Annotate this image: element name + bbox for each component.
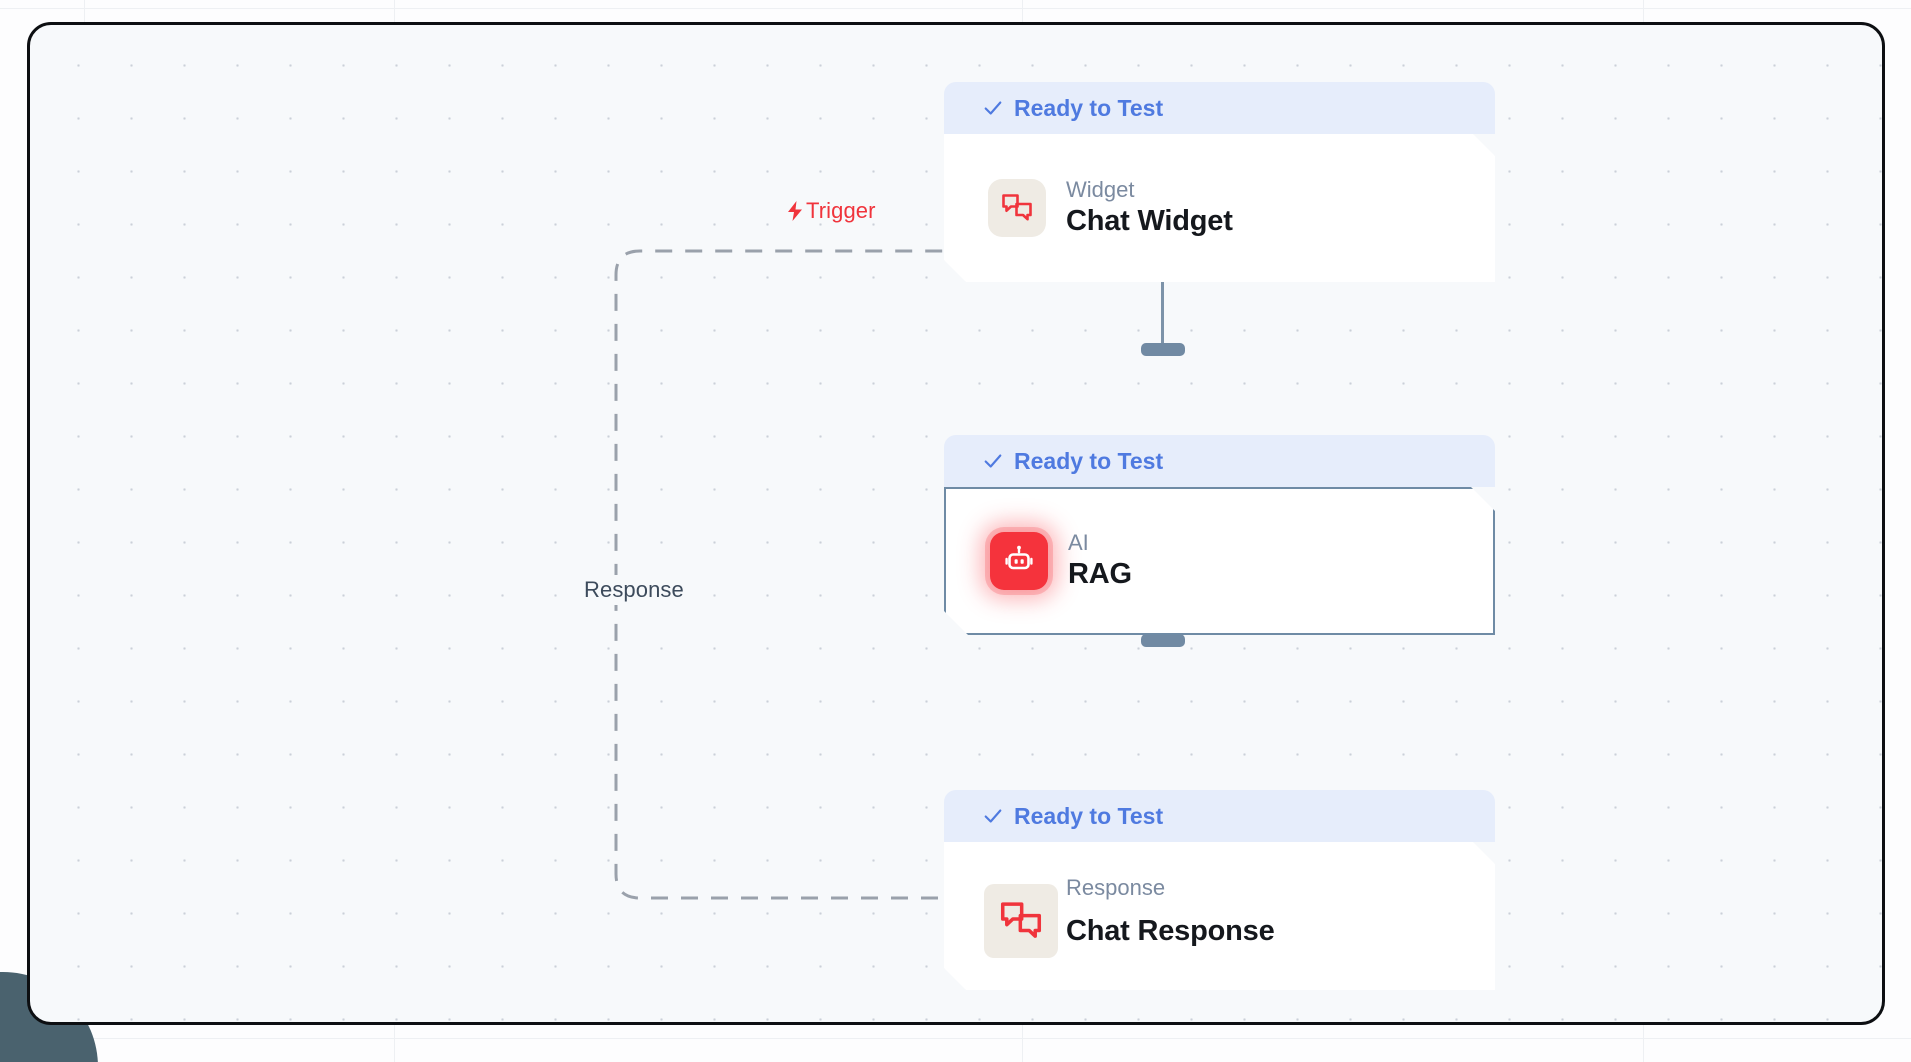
node-kind-label: AI xyxy=(1068,529,1089,555)
node-status-header: Ready to Test xyxy=(944,435,1495,487)
node-status-label: Ready to Test xyxy=(1014,94,1164,121)
chat-bubbles-icon xyxy=(984,884,1058,958)
check-icon xyxy=(984,454,1002,468)
edge-label-response: Response xyxy=(578,575,690,605)
edge-label-trigger: Trigger xyxy=(786,198,876,224)
node-kind-label: Widget xyxy=(1066,176,1135,202)
node-body[interactable]: Response Chat Response xyxy=(944,842,1495,990)
node-chat-widget[interactable]: Ready to Test Widget Chat Widget xyxy=(944,82,1495,282)
node-title: Chat Widget xyxy=(1066,205,1233,238)
background-horizontal-line xyxy=(0,1038,1911,1039)
node-text-block: AI RAG xyxy=(1068,531,1132,591)
edge-stem xyxy=(1161,237,1164,350)
edge-label-trigger-text: Trigger xyxy=(806,198,876,223)
node-text-block: Response Chat Response xyxy=(1066,876,1275,948)
background-horizontal-line xyxy=(0,8,1911,9)
node-status-label: Ready to Test xyxy=(1014,802,1164,829)
check-icon xyxy=(984,101,1002,115)
check-icon xyxy=(984,809,1002,823)
chat-bubbles-icon xyxy=(988,179,1046,237)
node-chat-response[interactable]: Ready to Test Response Chat Response xyxy=(944,790,1495,990)
node-rag[interactable]: Ready to Test AI RAG xyxy=(944,435,1495,635)
node-kind-label: Response xyxy=(1066,875,1166,900)
node-input-handle[interactable] xyxy=(1141,634,1185,647)
lightning-bolt-icon xyxy=(788,201,802,221)
node-body[interactable]: Widget Chat Widget xyxy=(944,134,1495,282)
node-input-handle[interactable] xyxy=(1141,343,1185,356)
flow-canvas[interactable]: Trigger Response Ready to Test Widget xyxy=(27,22,1885,1025)
node-status-header: Ready to Test xyxy=(944,82,1495,134)
node-status-header: Ready to Test xyxy=(944,790,1495,842)
node-body[interactable]: AI RAG xyxy=(944,487,1495,635)
node-title: Chat Response xyxy=(1066,915,1275,948)
robot-icon xyxy=(990,532,1048,590)
node-status-label: Ready to Test xyxy=(1014,447,1164,474)
node-text-block: Widget Chat Widget xyxy=(1066,178,1233,238)
node-title: RAG xyxy=(1068,558,1132,591)
